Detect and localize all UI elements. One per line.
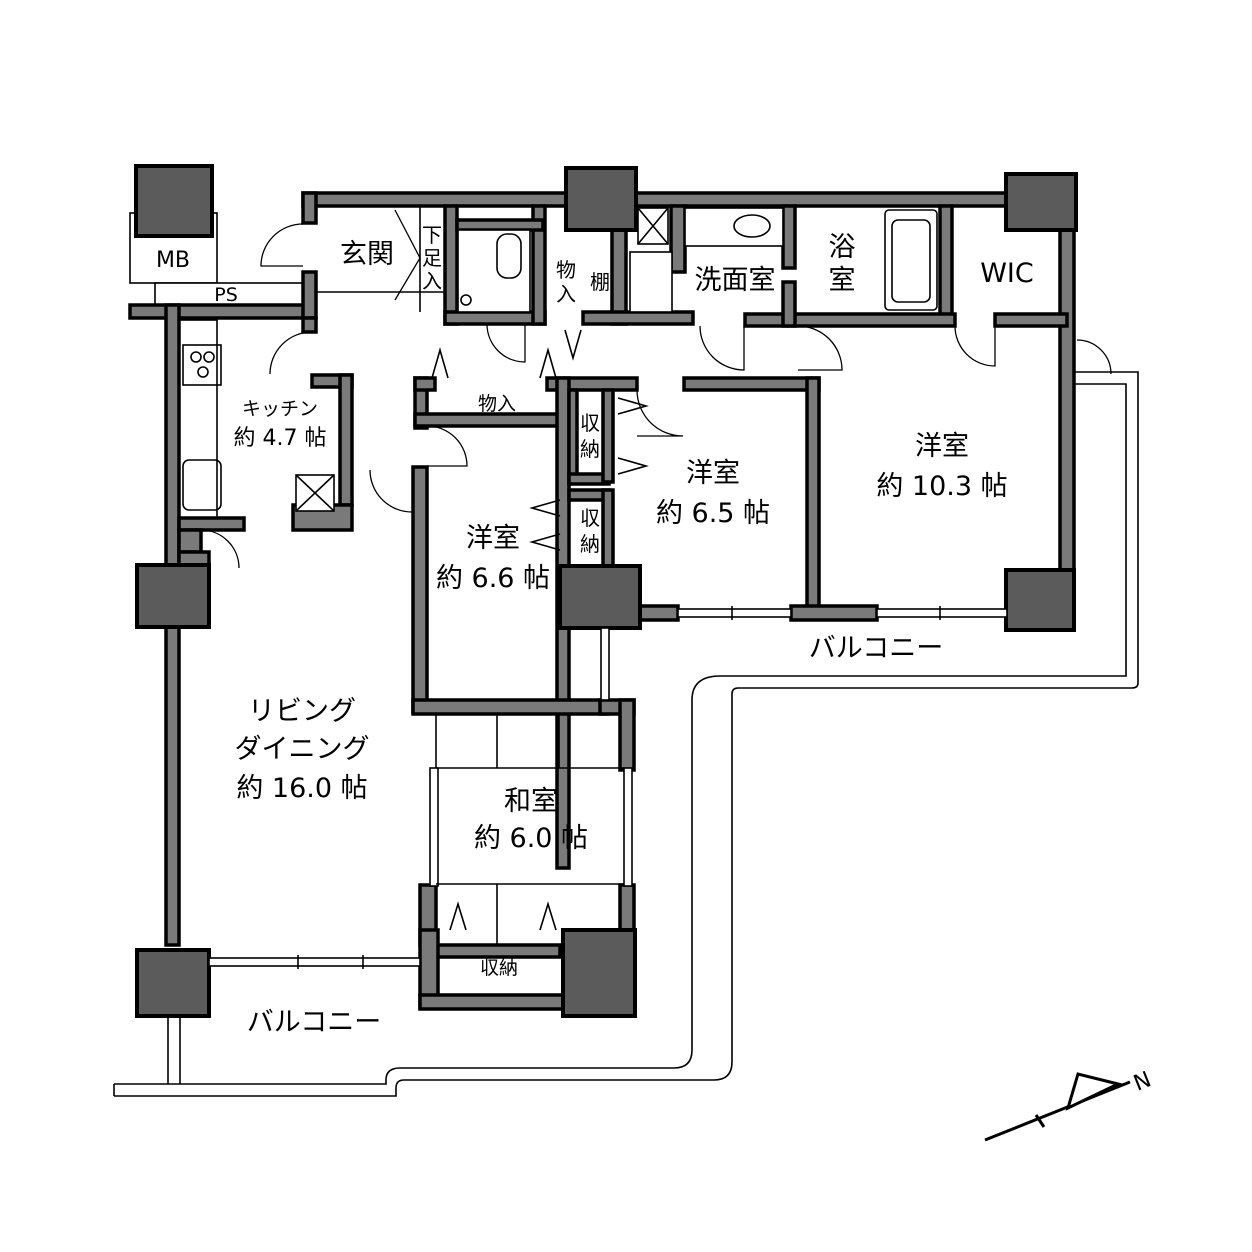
label-senmen: 洗面室 xyxy=(695,265,776,296)
label-nou1: 納 xyxy=(580,437,600,461)
label-ld2: ダイニング xyxy=(235,734,370,765)
label-room103: 洋室 xyxy=(915,431,969,462)
label-shu1: 収 xyxy=(580,411,600,435)
label-ld1: リビング xyxy=(248,696,356,727)
label-kitchen-size: 約 4.7 帖 xyxy=(234,426,327,451)
label-nyu: 入 xyxy=(422,269,442,293)
label-shu2: 収 xyxy=(580,506,600,530)
label-shuno: 収納 xyxy=(480,957,518,979)
balcony-outline-right xyxy=(114,371,1139,1097)
label-room103-size: 約 10.3 帖 xyxy=(876,471,1007,502)
label-room65: 洋室 xyxy=(686,458,740,489)
label-ps: PS xyxy=(214,284,238,306)
label-room66-size: 約 6.6 帖 xyxy=(436,563,550,594)
label-washitsu: 和室 xyxy=(504,786,558,817)
label-monoiri-nyu: 入 xyxy=(556,282,576,306)
label-ld-size: 約 16.0 帖 xyxy=(236,773,367,804)
label-yoku: 浴 xyxy=(829,232,856,263)
label-nou2: 納 xyxy=(580,532,600,556)
label-tana: 棚 xyxy=(590,270,610,294)
balcony-outline-inner xyxy=(114,383,1127,1085)
label-mono: 物 xyxy=(556,258,576,282)
label-monoiri: 物入 xyxy=(478,393,516,415)
label-balcony-bottom: バルコニー xyxy=(247,1007,381,1038)
fixtures xyxy=(178,207,938,519)
label-shitsu: 室 xyxy=(829,265,856,296)
label-genkan: 玄関 xyxy=(340,239,394,270)
label-wic: WIC xyxy=(980,258,1034,289)
label-balcony-right: バルコニー xyxy=(809,633,943,664)
label-kitchen: キッチン xyxy=(242,398,318,420)
structural-columns xyxy=(134,164,1078,1018)
label-shita: 下 xyxy=(422,223,442,247)
north-arrow: N xyxy=(984,1067,1155,1142)
closet-door-marks xyxy=(431,329,649,931)
doors xyxy=(200,206,1112,569)
tatami-lines xyxy=(435,714,624,945)
label-mb: MB xyxy=(156,248,190,273)
label-soku: 足 xyxy=(422,246,442,270)
windows xyxy=(208,606,1008,969)
label-room66: 洋室 xyxy=(466,523,520,554)
label-washitsu-size: 約 6.0 帖 xyxy=(474,823,588,854)
label-room65-size: 約 6.5 帖 xyxy=(656,498,770,529)
north-label: N xyxy=(1130,1067,1155,1096)
